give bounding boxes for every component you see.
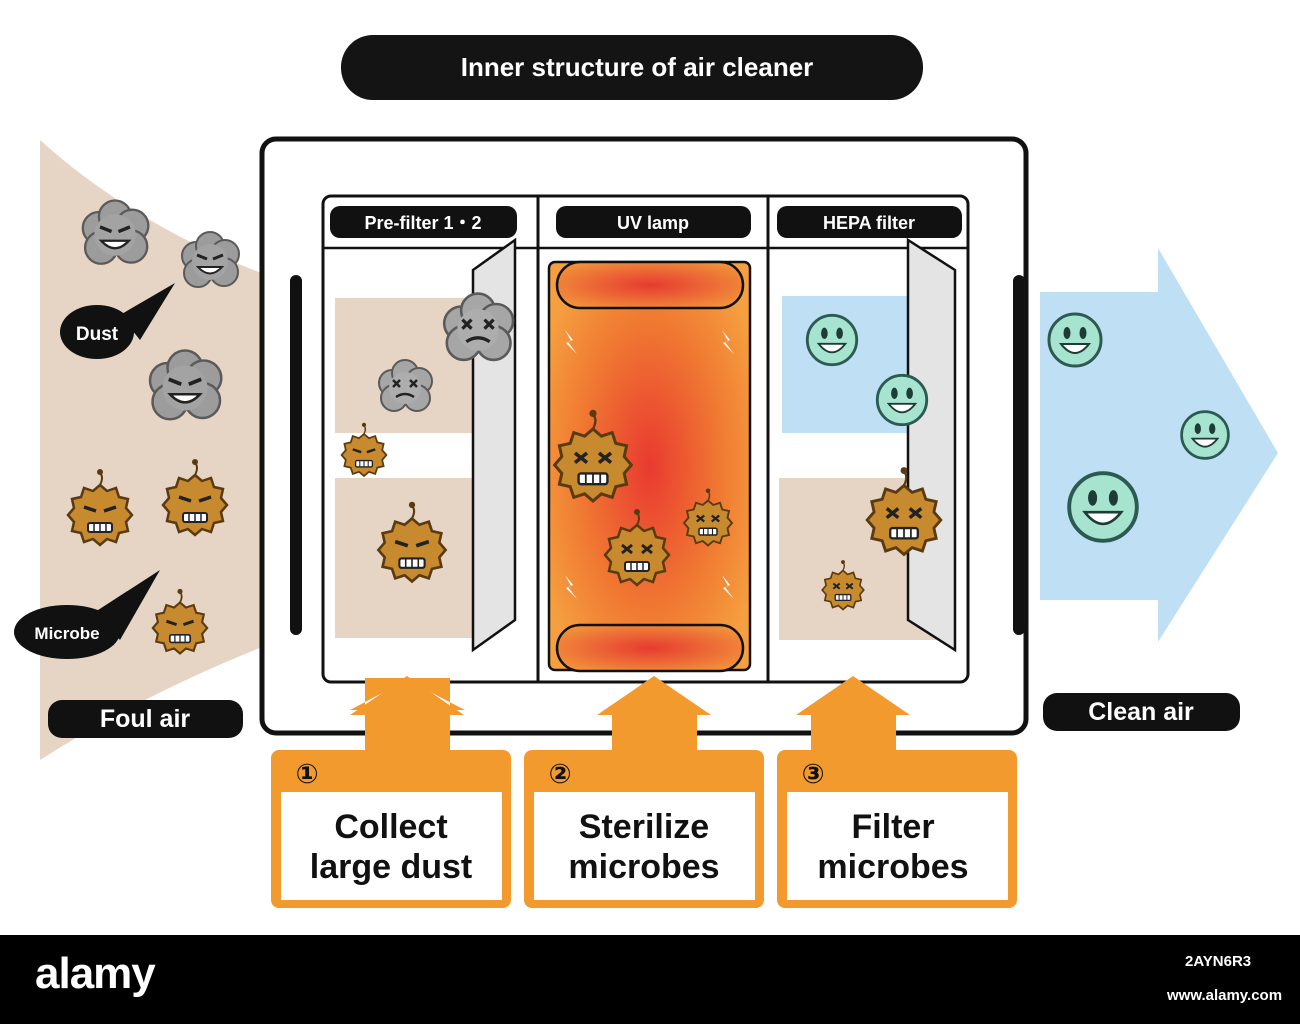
- intake-slot: [290, 275, 302, 635]
- uv-lamp-bottom: [555, 623, 745, 673]
- step-2-arrow: [597, 676, 711, 755]
- smiley-icon: [1047, 312, 1103, 368]
- step-line1: Sterilize: [579, 808, 709, 846]
- step-3-arrow: [796, 676, 910, 755]
- step-3-card: ③ Filter microbes: [777, 750, 1017, 908]
- dust-speech-bubble: Dust: [60, 283, 175, 359]
- foul-air-label-pill: [48, 700, 243, 738]
- step-line1: Filter: [851, 808, 934, 846]
- page-title: Inner structure of air cleaner: [461, 52, 814, 82]
- step-1-card: ① Collect large dust: [271, 750, 511, 908]
- step-line2: large dust: [310, 848, 472, 886]
- step-line1: Collect: [334, 808, 447, 846]
- step-number: ②: [549, 759, 572, 789]
- microbe-speech-bubble: Microbe: [14, 570, 160, 659]
- microbe-speech-label: Microbe: [34, 624, 99, 643]
- watermark-url: www.alamy.com: [1167, 987, 1283, 1004]
- hepa-header-label: HEPA filter: [823, 213, 915, 233]
- outlet-slot: [1013, 275, 1025, 635]
- clean-air-label-pill: [1043, 693, 1240, 731]
- watermark-image-id: 2AYN6R3: [1185, 953, 1252, 970]
- watermark-logo: alamy: [35, 949, 156, 998]
- hepa-panel: [906, 237, 957, 653]
- step-line2: microbes: [568, 848, 719, 886]
- smiley-icon: [875, 373, 929, 427]
- step-number: ③: [802, 759, 825, 789]
- step-2-card: ② Sterilize microbes: [524, 750, 764, 908]
- dust-speech-label: Dust: [76, 324, 119, 345]
- step-line2: microbes: [817, 848, 968, 886]
- smiley-icon: [1067, 471, 1139, 543]
- hepa-header: [777, 206, 962, 238]
- smiley-icon: [805, 313, 859, 367]
- prefilter-header-label: Pre-filter 1・2: [364, 213, 481, 233]
- dust-icon: [180, 230, 241, 289]
- foul-air-zone: [40, 140, 280, 760]
- uv-lamp-top: [555, 260, 745, 310]
- watermark-bar: alamy 2AYN6R3 www.alamy.com: [0, 935, 1300, 1024]
- clean-air-arrow: [1040, 248, 1278, 642]
- step-number: ①: [296, 759, 319, 789]
- clean-air-label: Clean air: [1088, 698, 1194, 726]
- uv-header-label: UV lamp: [617, 213, 689, 233]
- step-1-arrow: [350, 676, 465, 755]
- title-pill: [341, 35, 923, 100]
- foul-air-label: Foul air: [100, 705, 191, 733]
- smiley-icon: [1180, 410, 1230, 460]
- prefilter-header: [330, 206, 517, 238]
- uv-header: [556, 206, 751, 238]
